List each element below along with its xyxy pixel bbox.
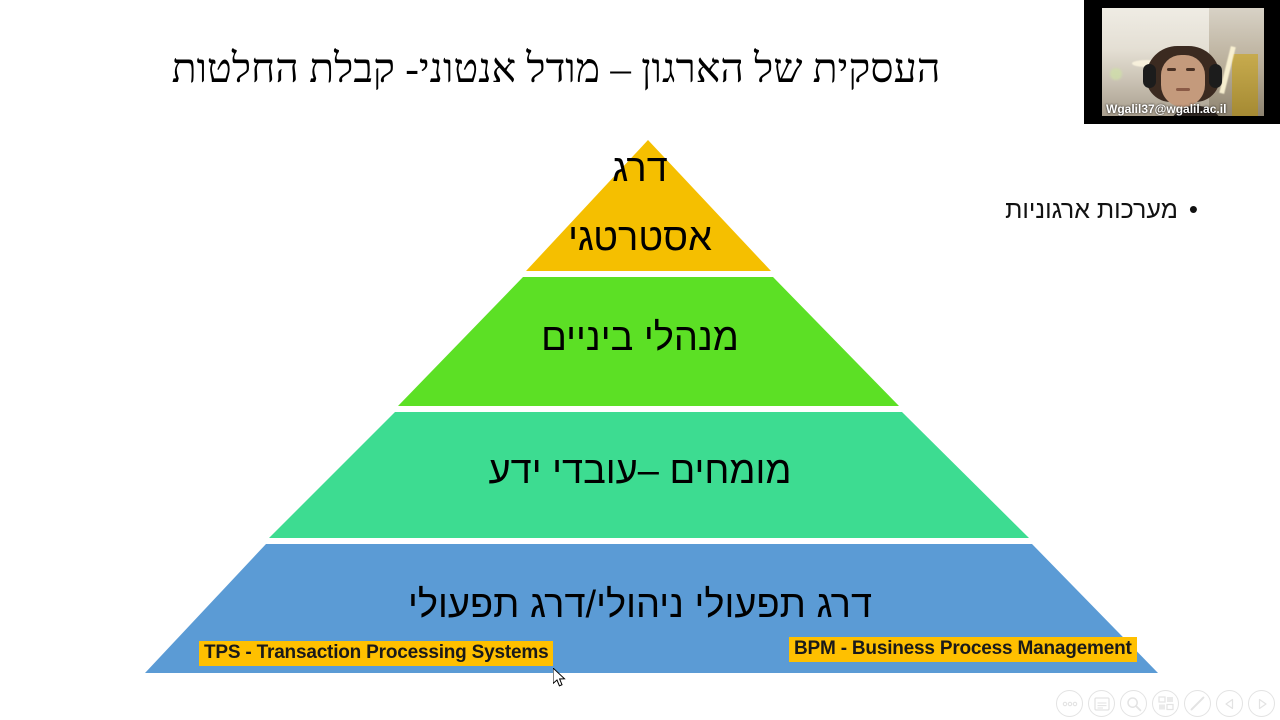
headphone-right-icon	[1209, 64, 1222, 88]
annotate-button[interactable]	[1184, 690, 1211, 717]
chevron-left-icon	[1224, 698, 1236, 710]
callout-bpm: BPM - Business Process Management	[789, 637, 1137, 662]
person-mouth	[1176, 88, 1190, 91]
webcam-participant-label: Wgalil37@wgalil.ac.il	[1106, 102, 1227, 116]
mouse-cursor	[552, 666, 567, 689]
pyramid-tier-strategic	[526, 140, 771, 271]
person-shoulders	[1168, 106, 1224, 116]
pyramid-label-operational: דרג תפעולי ניהולי/דרג תפעולי	[408, 584, 872, 626]
more-options-button[interactable]	[1056, 690, 1083, 717]
pyramid-tier-experts	[269, 412, 1029, 538]
callout-tps: TPS - Transaction Processing Systems	[199, 641, 554, 666]
grid-icon	[1157, 696, 1174, 711]
thumbnails-button[interactable]	[1152, 690, 1179, 717]
slide-title: העסקית של הארגון – מודל אנטוני- קבלת החל…	[171, 45, 941, 91]
headphone-left-icon	[1143, 64, 1156, 88]
player-toolbar	[1056, 690, 1275, 717]
webcam-video	[1102, 8, 1264, 116]
webcam-ceiling-lamp	[1132, 60, 1162, 67]
pyramid-tier-middle-management	[398, 277, 899, 406]
magnifier-icon	[1126, 696, 1142, 712]
bullet-organizational-systems: • מערכות ארגוניות	[1005, 196, 1198, 225]
pyramid-label-strategic-line1: דרג	[612, 148, 668, 190]
webcam-door	[1232, 54, 1258, 116]
previous-slide-button[interactable]	[1216, 690, 1243, 717]
bullet-text: מערכות ארגוניות	[1005, 196, 1178, 224]
ellipsis-icon	[1062, 701, 1078, 707]
webcam-lamp-secondary	[1110, 68, 1122, 80]
slide-icon	[1093, 696, 1110, 711]
pen-icon	[1189, 695, 1206, 712]
zoom-button[interactable]	[1120, 690, 1147, 717]
pyramid-label-strategic-line2: אסטרטגי	[568, 217, 712, 259]
person-eye-right	[1186, 68, 1195, 71]
pyramid-label-middle-management: מנהלי ביניים	[541, 317, 739, 359]
bullet-marker-icon: •	[1188, 194, 1198, 224]
webcam-overlay[interactable]: Wgalil37@wgalil.ac.il	[1084, 0, 1280, 124]
person-face	[1161, 55, 1205, 107]
chevron-right-icon	[1256, 698, 1268, 710]
person-eye-left	[1167, 68, 1176, 71]
pyramid-label-experts: מומחים –עובדי ידע	[488, 450, 792, 492]
next-slide-button[interactable]	[1248, 690, 1275, 717]
slide-view-button[interactable]	[1088, 690, 1115, 717]
webcam-person	[1143, 46, 1224, 116]
